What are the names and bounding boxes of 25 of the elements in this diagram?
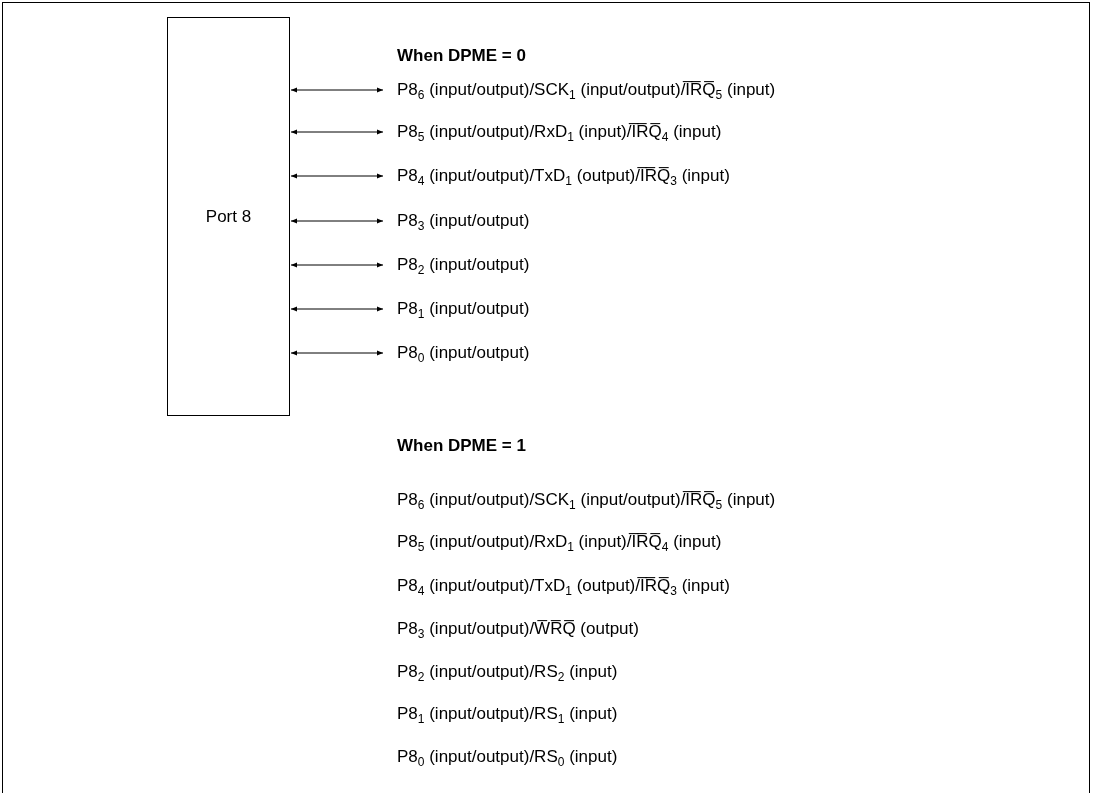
double-arrow: [290, 129, 384, 135]
pin-function-text: P8$_{0}$ (input/output)/RS$_{0}$ (input): [397, 747, 618, 767]
pin-function-text: P8$_{3}$ (input/output)/W̅R̅Q̅ (output): [397, 619, 639, 639]
pin-function-text: P8$_{4}$ (input/output)/TxD$_{1}$ (output)/I̅R̅Q̅$_{3}$ (input): [397, 166, 730, 186]
pin-function-text: P8$_{1}$ (input/output)/RS$_{1}$ (input): [397, 704, 618, 724]
pin-function-text: P8$_{2}$ (input/output)/RS$_{2}$ (input): [397, 662, 618, 682]
pin-function-text: P8$_{0}$ (input/output): [397, 343, 530, 363]
double-arrow: [290, 350, 384, 356]
mode-heading: When DPME = 0: [397, 46, 526, 66]
double-arrow: [290, 262, 384, 268]
pin-function-text: P8$_{6}$ (input/output)/SCK$_{1}$ (input/output)/I̅R̅Q̅$_{5}$ (input): [397, 80, 776, 100]
pin-function-text: P8$_{5}$ (input/output)/RxD$_{1}$ (input)/I̅R̅Q̅$_{4}$ (input): [397, 122, 722, 142]
double-arrow: [290, 218, 384, 224]
double-arrow: [290, 173, 384, 179]
port-name: Port 8: [205, 206, 252, 227]
mode-heading: When DPME = 1: [397, 436, 526, 456]
port-box: [167, 17, 290, 416]
pin-function-text: P8$_{4}$ (input/output)/TxD$_{1}$ (output)/I̅R̅Q̅$_{3}$ (input): [397, 576, 730, 596]
pin-function-text: P8$_{2}$ (input/output): [397, 255, 530, 275]
double-arrow: [290, 306, 384, 312]
pin-function-text: P8$_{3}$ (input/output): [397, 211, 530, 231]
double-arrow: [290, 87, 384, 93]
pin-function-text: P8$_{5}$ (input/output)/RxD$_{1}$ (input)/I̅R̅Q̅$_{4}$ (input): [397, 532, 722, 552]
pin-function-text: P8$_{1}$ (input/output): [397, 299, 530, 319]
pin-function-text: P8$_{6}$ (input/output)/SCK$_{1}$ (input/output)/I̅R̅Q̅$_{5}$ (input): [397, 490, 776, 510]
